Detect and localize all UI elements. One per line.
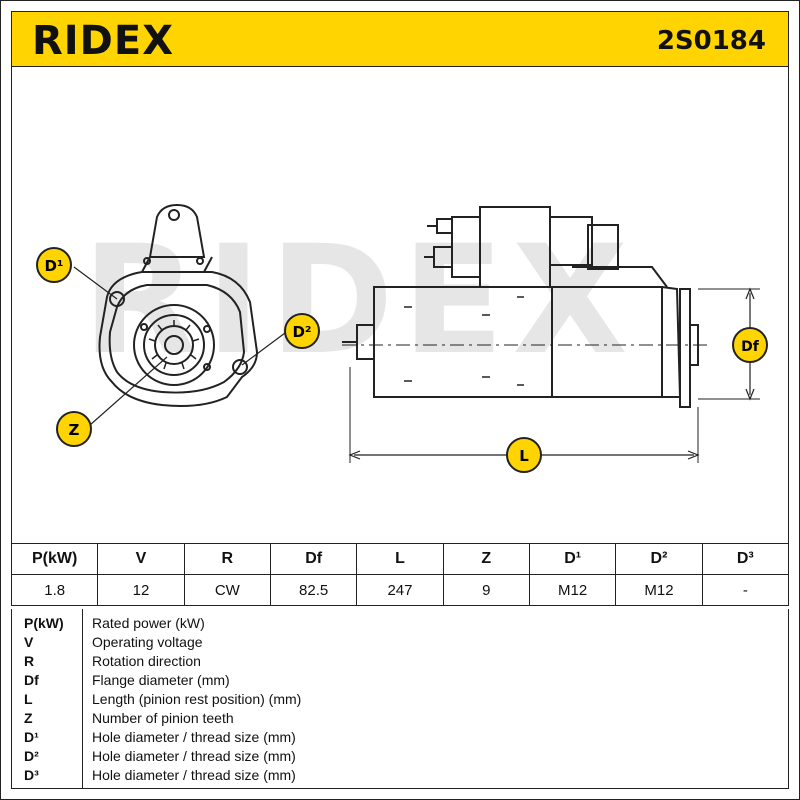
legend-key: R (24, 653, 35, 669)
badge-d2: D² (284, 313, 320, 349)
legend-key: V (24, 634, 34, 650)
side-view (342, 206, 760, 463)
spec-header: P(kW) (10, 543, 99, 575)
spec-header: V (97, 543, 185, 575)
badge-df-label: Df (741, 339, 760, 355)
spec-value: CW (183, 574, 271, 606)
spec-header: L (356, 543, 444, 575)
legend-item: R Rotation direction (12, 653, 790, 671)
legend-text: Hole diameter / thread size (mm) (92, 767, 296, 783)
legend-text: Length (pinion rest position) (mm) (92, 691, 302, 707)
badge-d2-label: D² (292, 323, 311, 341)
spec-value: M12 (615, 574, 703, 606)
legend-item: P(kW) Rated power (kW) (12, 615, 790, 633)
legend-item: Df Flange diameter (mm) (12, 672, 790, 690)
front-view (73, 203, 286, 426)
spec-header: D³ (701, 543, 790, 575)
legend-item: V Operating voltage (12, 634, 790, 652)
spec-value: - (701, 574, 790, 606)
spec-value: 82.5 (269, 574, 358, 606)
badge-df: Df (732, 327, 768, 363)
spec-table: P(kW) V R Df L Z D¹ D² D³ 1.8 12 CW 82.5… (10, 543, 790, 606)
spec-header: Df (269, 543, 358, 575)
spec-header-row: P(kW) V R Df L Z D¹ D² D³ (10, 543, 790, 575)
legend-box: P(kW) Rated power (kW) V Operating voltage… (11, 609, 789, 789)
legend-item: L Length (pinion rest position) (mm) (12, 691, 790, 709)
spec-value: 9 (442, 574, 530, 606)
spec-value: 1.8 (10, 574, 99, 606)
legend-text: Rotation direction (92, 653, 201, 669)
legend-text: Rated power (kW) (92, 615, 205, 631)
legend-item: D² Hole diameter / thread size (mm) (12, 748, 790, 766)
spec-header: D¹ (528, 543, 617, 575)
watermark-logo: RIDEX (82, 214, 636, 388)
legend-text: Hole diameter / thread size (mm) (92, 748, 296, 764)
part-number: 2S0184 (656, 26, 766, 56)
badge-l-label: L (519, 447, 529, 465)
technical-drawing: RIDEX (11, 67, 789, 543)
legend-key: Df (24, 672, 39, 688)
spec-header: R (183, 543, 271, 575)
legend-item: D¹ Hole diameter / thread size (mm) (12, 729, 790, 747)
legend-key: P(kW) (24, 615, 64, 631)
legend-item: D³ Hole diameter / thread size (mm) (12, 767, 790, 785)
spec-value: 247 (356, 574, 444, 606)
legend-text: Operating voltage (92, 634, 203, 650)
spec-value: 12 (97, 574, 185, 606)
spec-value-row: 1.8 12 CW 82.5 247 9 M12 M12 - (10, 574, 790, 606)
legend-text: Flange diameter (mm) (92, 672, 230, 688)
brand-logo: RIDEX (32, 18, 175, 64)
spec-value: M12 (528, 574, 617, 606)
spec-header: Z (442, 543, 530, 575)
legend-key: D¹ (24, 729, 39, 745)
legend-key: Z (24, 710, 33, 726)
legend-text: Number of pinion teeth (92, 710, 234, 726)
legend-divider (82, 609, 83, 788)
legend-key: D³ (24, 767, 39, 783)
badge-z: Z (56, 411, 92, 447)
badge-d1-label: D¹ (44, 257, 63, 275)
header-bar: RIDEX 2S0184 (11, 11, 789, 67)
legend-key: D² (24, 748, 39, 764)
legend-text: Hole diameter / thread size (mm) (92, 729, 296, 745)
starter-motor-drawing: RIDEX (36, 203, 768, 473)
badge-l: L (506, 437, 542, 473)
legend-item: Z Number of pinion teeth (12, 710, 790, 728)
legend-key: L (24, 691, 33, 707)
badge-d1: D¹ (36, 247, 72, 283)
badge-z-label: Z (69, 421, 80, 439)
spec-header: D² (615, 543, 703, 575)
